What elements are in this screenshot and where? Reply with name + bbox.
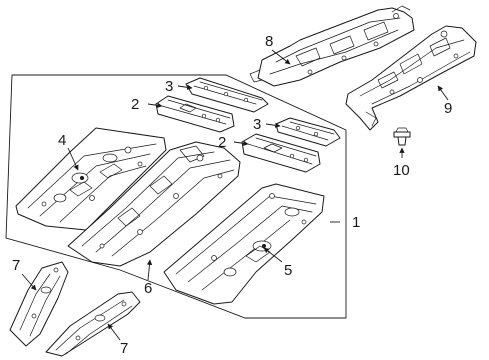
seat-crossmember-upper xyxy=(155,95,235,133)
floor-tunnel-center xyxy=(67,141,241,267)
callout-3-lower: 3 xyxy=(253,116,261,133)
floor-assembly-boundary xyxy=(5,74,347,319)
floor-rail-right xyxy=(45,291,141,357)
callout-10: 10 xyxy=(393,162,410,179)
callout-8: 8 xyxy=(265,33,273,50)
callout-6: 6 xyxy=(144,280,152,297)
callout-7-left: 7 xyxy=(12,257,20,274)
callout-7-right: 7 xyxy=(120,340,128,357)
callout-4: 4 xyxy=(58,132,66,149)
callout-2-lower: 2 xyxy=(218,134,226,151)
underbody-shield-upper xyxy=(249,5,415,87)
floor-pan-right xyxy=(163,183,325,305)
leader-lines xyxy=(21,49,449,341)
crossmember-lower xyxy=(275,117,341,147)
callout-3-upper: 3 xyxy=(165,78,173,95)
underbody-shield-lower xyxy=(345,25,477,131)
floor-rail-left xyxy=(9,261,69,347)
callout-5: 5 xyxy=(284,262,292,279)
floor-pan-left xyxy=(15,127,167,231)
crossmember-upper xyxy=(185,77,269,113)
seat-crossmember-lower xyxy=(241,133,321,173)
callout-9: 9 xyxy=(444,100,452,117)
callout-1: 1 xyxy=(352,214,360,231)
callout-2-upper: 2 xyxy=(131,96,139,113)
fastener-bolt xyxy=(393,127,411,146)
